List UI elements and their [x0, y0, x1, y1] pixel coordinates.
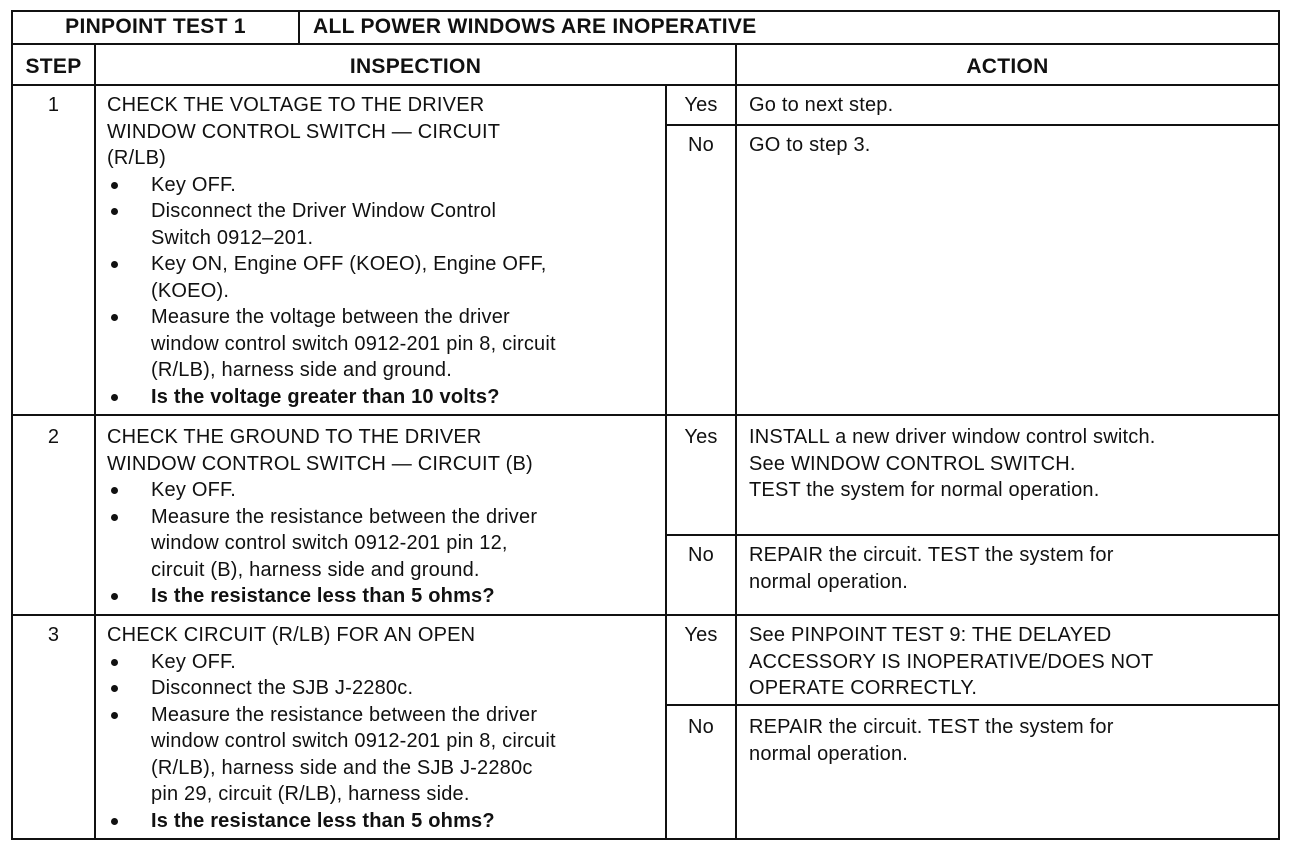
test-id: PINPOINT TEST 1 — [65, 15, 246, 38]
yes-label: Yes — [684, 94, 718, 116]
no-action: REPAIR the circuit. TEST the system for … — [749, 716, 1114, 765]
step-inspection: CHECK THE VOLTAGE TO THE DRIVER WINDOW C… — [107, 92, 663, 410]
bullet-icon — [111, 261, 118, 268]
bullet-icon — [111, 314, 118, 321]
bullet-icon — [111, 817, 118, 825]
column-header-inspection: INSPECTION — [349, 55, 482, 78]
step1-yes-no-divider — [665, 124, 1280, 126]
header-title-divider — [298, 10, 300, 44]
step-title-line: CHECK CIRCUIT (R/LB) FOR AN OPEN — [107, 624, 476, 646]
bullet-icon — [111, 208, 118, 215]
yes-action: See PINPOINT TEST 9: THE DELAYED ACCESSO… — [749, 624, 1154, 699]
bullet-icon — [111, 685, 118, 692]
step-number: 3 — [47, 624, 60, 646]
step-title-line: WINDOW CONTROL SWITCH — CIRCUIT (B) — [107, 452, 533, 475]
list-item: Key OFF. — [107, 649, 663, 676]
action-column-divider — [735, 44, 737, 840]
step-title-line: (R/LB) — [107, 147, 166, 169]
no-action: GO to step 3. — [749, 134, 871, 156]
bullet-icon — [111, 487, 118, 494]
yes-label: Yes — [684, 624, 718, 646]
yes-action: INSTALL a new driver window control swit… — [749, 426, 1156, 501]
step-divider-2-3 — [11, 614, 1280, 616]
step-inspection: CHECK CIRCUIT (R/LB) FOR AN OPEN Key OFF… — [107, 622, 663, 834]
column-header-divider — [11, 84, 1280, 86]
step-divider-1-2 — [11, 414, 1280, 416]
list-item: Key OFF. — [107, 172, 663, 199]
question-item: Is the resistance less than 5 ohms? — [107, 808, 663, 835]
step-inspection: CHECK THE GROUND TO THE DRIVER WINDOW CO… — [107, 424, 663, 610]
bullet-icon — [111, 181, 118, 189]
no-label: No — [688, 716, 714, 738]
step2-yes-no-divider — [665, 534, 1280, 536]
column-header-action: ACTION — [966, 55, 1049, 78]
list-item: Disconnect the SJB J-2280c. — [107, 675, 663, 702]
bullet-icon — [111, 593, 118, 600]
inspection-bullet-list: Key OFF. Disconnect the SJB J-2280c. Mea… — [107, 649, 663, 835]
no-label: No — [688, 544, 714, 566]
list-item: Key ON, Engine OFF (KOEO), Engine OFF,(K… — [107, 251, 663, 304]
table-border — [11, 10, 1280, 840]
inspection-bullet-list: Key OFF. Measure the resistance between … — [107, 477, 663, 610]
step-number: 2 — [47, 426, 60, 448]
inspection-bullet-list: Key OFF. Disconnect the Driver Window Co… — [107, 172, 663, 411]
question-item: Is the voltage greater than 10 volts? — [107, 384, 663, 411]
list-item: Measure the resistance between the drive… — [107, 504, 663, 584]
step-title-line: WINDOW CONTROL SWITCH — CIRCUIT — [107, 120, 501, 143]
question-item: Is the resistance less than 5 ohms? — [107, 583, 663, 610]
step-title-line: CHECK THE GROUND TO THE DRIVER — [107, 426, 482, 448]
bullet-icon — [111, 393, 118, 401]
step-column-divider — [94, 44, 96, 840]
list-item: Measure the resistance between the drive… — [107, 702, 663, 808]
yes-label: Yes — [684, 426, 718, 448]
yes-no-column-divider — [665, 84, 667, 840]
test-title: ALL POWER WINDOWS ARE INOPERATIVE — [313, 15, 757, 38]
bullet-icon — [111, 658, 118, 666]
yes-action: Go to next step. — [749, 94, 894, 116]
step3-yes-no-divider — [665, 704, 1280, 706]
bullet-icon — [111, 711, 118, 719]
no-label: No — [688, 134, 714, 156]
pinpoint-test-document: PINPOINT TEST 1 ALL POWER WINDOWS ARE IN… — [11, 10, 1280, 840]
list-item: Key OFF. — [107, 477, 663, 504]
header-divider — [11, 43, 1280, 45]
column-header-step: STEP — [25, 55, 82, 78]
bullet-icon — [111, 513, 118, 521]
no-action: REPAIR the circuit. TEST the system for … — [749, 544, 1114, 593]
step-title-line: CHECK THE VOLTAGE TO THE DRIVER — [107, 94, 485, 116]
step-number: 1 — [47, 94, 60, 116]
